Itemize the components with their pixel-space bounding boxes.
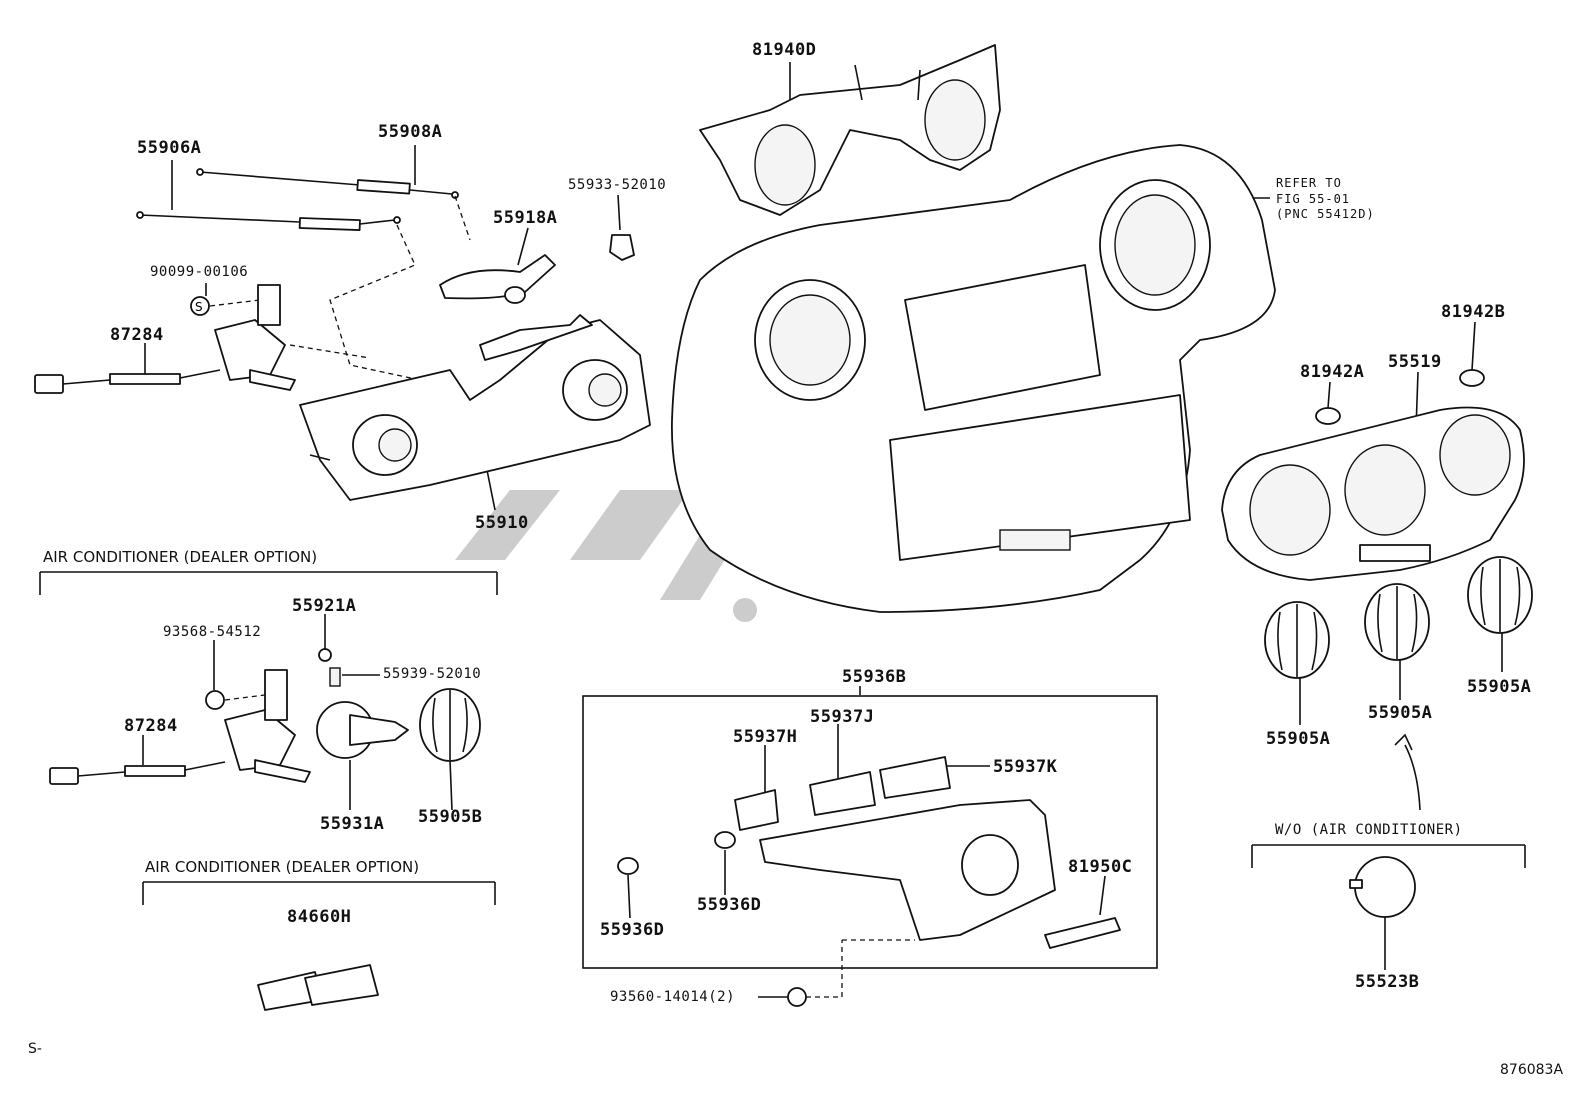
control-base-55910 [299, 314, 651, 501]
cable-assembly-55906A [136, 168, 459, 231]
part-55519: 55519 [1388, 352, 1442, 372]
part-87284-bottom: 87284 [124, 716, 178, 736]
part-55906A: 55906A [137, 138, 202, 158]
refer-line-3: (PNC 55412D) [1276, 207, 1375, 221]
section-wo-air-conditioner: W/O (AIR CONDITIONER) [1275, 822, 1463, 838]
part-81942B: 81942B [1441, 302, 1506, 322]
servo-motor-87284-top [34, 284, 371, 394]
footer-figure-id: 876083A [1500, 1062, 1564, 1078]
section-ac-dealer-option-2: AIR CONDITIONER (DEALER OPTION) [145, 858, 420, 876]
part-55523B: 55523B [1355, 972, 1420, 992]
part-55905A-middle: 55905A [1368, 703, 1433, 723]
knob-55905B [419, 688, 481, 762]
part-55910: 55910 [475, 513, 529, 533]
part-87284-top: 87284 [110, 325, 164, 345]
part-93568-54512: 93568-54512 [163, 624, 262, 640]
part-55918A: 55918A [493, 208, 558, 228]
wo-ac-bracket [1251, 844, 1526, 868]
arrow-indicator [1394, 733, 1421, 811]
knob-55905A [1264, 556, 1533, 679]
clip-55933 [609, 234, 635, 261]
ac-dealer-bracket-1 [39, 571, 498, 595]
part-55936D-left: 55936D [600, 920, 665, 940]
part-55936D-right: 55936D [697, 895, 762, 915]
part-55936B: 55936B [842, 667, 907, 687]
part-55933-52010: 55933-52010 [568, 177, 667, 193]
part-55937H: 55937H [733, 727, 798, 747]
refer-line-2: FIG 55-01 [1276, 192, 1351, 206]
part-90099-00106: 90099-00106 [150, 264, 249, 280]
part-81950C: 81950C [1068, 857, 1133, 877]
s-symbol: S [195, 300, 203, 314]
bolt-symbol [190, 296, 915, 1007]
ac-dealer-bracket-2 [142, 881, 496, 905]
part-55937K: 55937K [993, 757, 1058, 777]
part-81942A: 81942A [1300, 362, 1365, 382]
part-55908A: 55908A [378, 122, 443, 142]
part-55931A: 55931A [320, 814, 385, 834]
section-ac-dealer-option-1: AIR CONDITIONER (DEALER OPTION) [43, 548, 318, 566]
part-55905A-left: 55905A [1266, 729, 1331, 749]
part-55905B: 55905B [418, 807, 483, 827]
switch-55931A [316, 648, 409, 759]
cap-55523B [1349, 856, 1416, 918]
refer-line-1: REFER TO [1276, 176, 1342, 190]
dashed-links [329, 195, 471, 381]
part-93560-14014: 93560-14014(2) [610, 989, 736, 1005]
box-55936B [582, 695, 1158, 969]
part-55937J: 55937J [810, 707, 875, 727]
switch-84660H [257, 964, 379, 1011]
part-81940D: 81940D [752, 40, 817, 60]
lever-55918A [439, 254, 556, 304]
servo-motor-87284-bottom [49, 669, 311, 785]
cluster-housing [671, 144, 1276, 613]
part-55939-52010: 55939-52010 [383, 666, 482, 682]
footer-left-code: S- [28, 1041, 42, 1057]
part-55905A-right: 55905A [1467, 677, 1532, 697]
part-55921A: 55921A [292, 596, 357, 616]
duct-81940D [699, 44, 1001, 216]
part-84660H: 84660H [287, 907, 352, 927]
control-panel-55519 [1221, 369, 1525, 581]
